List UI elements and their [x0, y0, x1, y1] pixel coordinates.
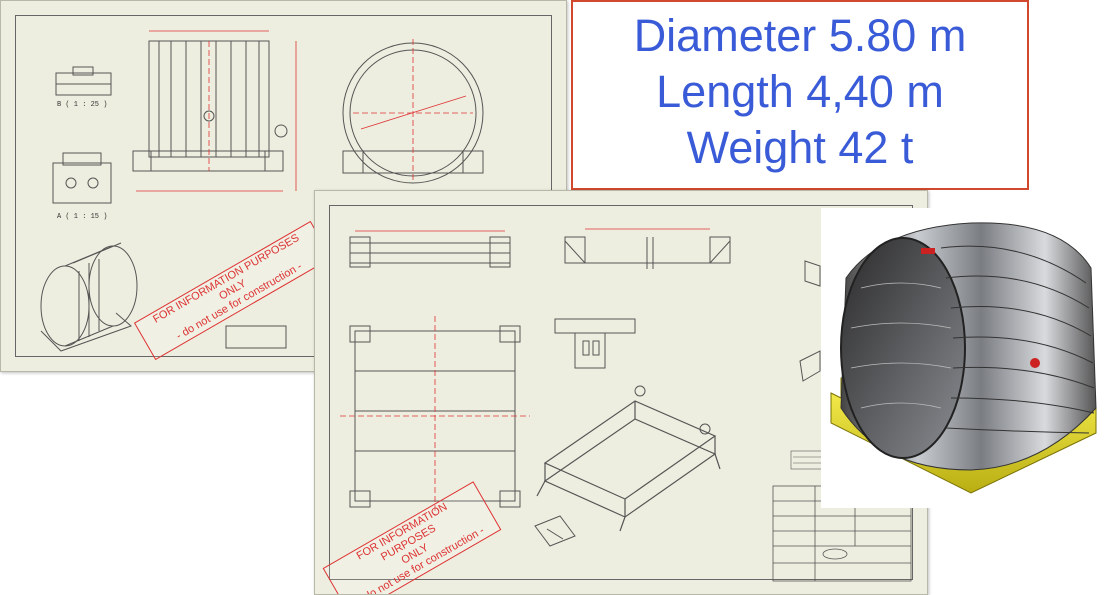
length-spec: Length 4,40 m: [656, 66, 944, 117]
balloon-callout-2: [699, 423, 711, 435]
balloon-callout-3: [634, 385, 646, 397]
weight-note-box: [225, 325, 287, 349]
bracket-detail-view: [554, 318, 636, 369]
barrel-ribs: [940, 245, 1095, 434]
barrel-render-graphics: [830, 222, 1097, 494]
frame-isometric-view: [536, 400, 721, 532]
red-marker: [1030, 358, 1040, 368]
drawing-sheet-2-graphics: [340, 228, 912, 582]
detail-b-view: [55, 66, 112, 96]
partial-edge-view: [799, 260, 821, 382]
detail-a-label: A ( 1 : 15 ): [57, 213, 108, 221]
plan-view-centerlines: [340, 316, 530, 516]
inner-ribs: [850, 282, 952, 409]
frame-elevation-view: [349, 236, 511, 268]
weight-spec: Weight 42 t: [686, 122, 914, 173]
detail-a-view: [52, 152, 112, 204]
front-view-dimensions: [136, 30, 297, 192]
balloon-callout: [274, 124, 288, 138]
side-view-dimensions: [353, 39, 473, 183]
front-view: [132, 40, 284, 172]
red-marker-top: [921, 248, 935, 254]
drawing-sheet-1: B ( 1 : 25 ) A ( 1 : 15 ) FOR INFORMATIO…: [0, 0, 567, 372]
specification-box: Diameter 5.80 m Length 4,40 m Weight 42 …: [571, 0, 1029, 190]
drawing-sheet-1-graphics: [40, 30, 484, 352]
drawing-frame-1: [15, 15, 552, 357]
detail-bracket-iso: [534, 515, 576, 547]
isometric-view: [40, 242, 138, 352]
barrel-3d-render: [821, 208, 1105, 508]
detail-b-label: B ( 1 : 25 ): [57, 101, 108, 109]
frame-side-elevation-view: [564, 236, 731, 269]
barrel-opening: [840, 237, 966, 459]
diameter-spec: Diameter 5.80 m: [633, 10, 967, 61]
